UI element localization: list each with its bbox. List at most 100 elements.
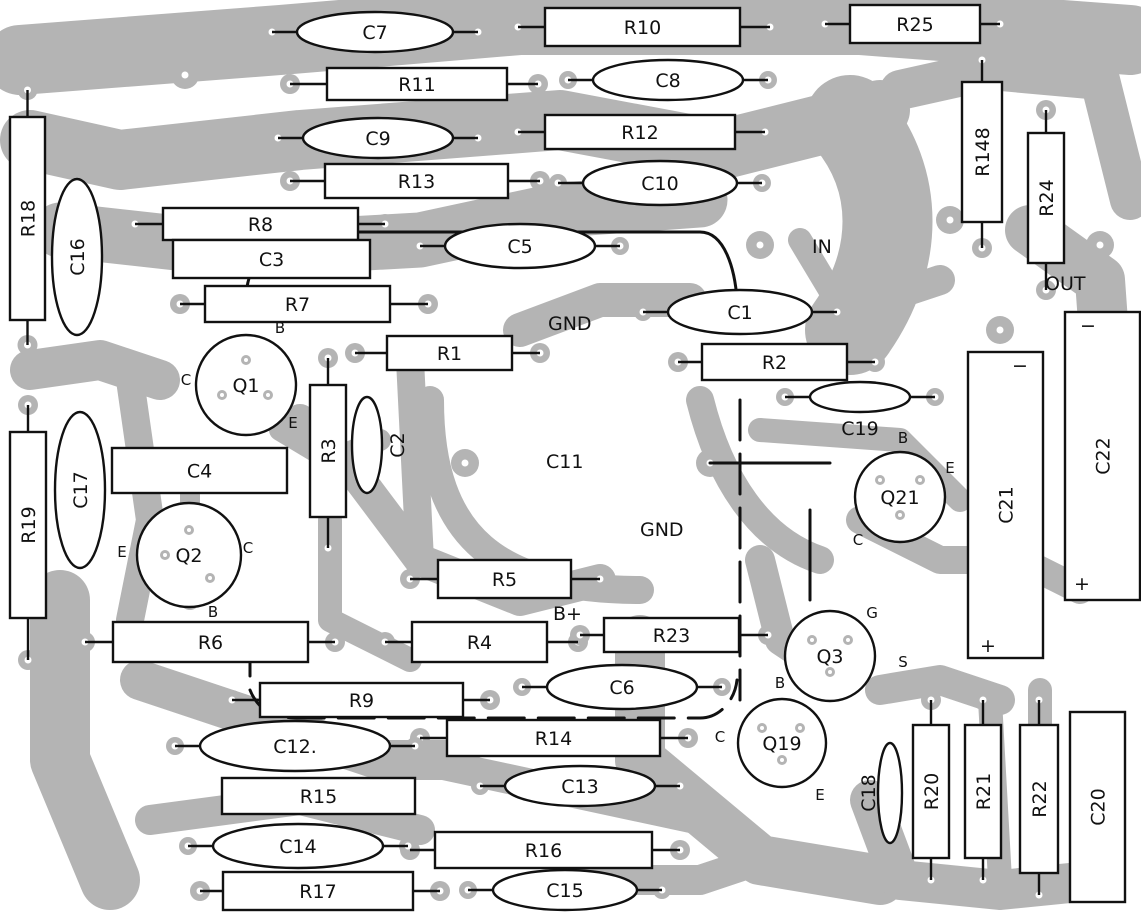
resistor-body	[963, 723, 1003, 860]
capacitor-body	[966, 350, 1045, 660]
resistor-label: R20	[921, 773, 943, 810]
resistor-body	[258, 681, 465, 719]
capacitor-c16: C16	[50, 177, 104, 337]
capacitor-c3: C3	[171, 238, 372, 280]
capacitor-label: C7	[362, 22, 387, 44]
transistor-label: Q21	[880, 487, 919, 509]
pin-label: G	[866, 604, 878, 622]
resistor-r3: R3	[308, 358, 348, 548]
drill-hole	[760, 726, 764, 730]
capacitor-c18: C18	[858, 741, 904, 845]
capacitor-c14: C14	[188, 822, 408, 870]
resistor-body	[323, 162, 510, 200]
capacitor-c15: C15	[468, 868, 662, 912]
resistor-body	[111, 620, 310, 664]
c21-minus-sign: −	[1012, 355, 1028, 377]
capacitor-label: C8	[655, 70, 680, 92]
capacitor-label: C10	[641, 173, 678, 195]
capacitor-c19: C19	[785, 380, 935, 440]
capacitor-label: C3	[259, 249, 284, 271]
resistor-r1: R1	[355, 334, 540, 372]
resistor-label: R14	[535, 728, 572, 750]
pin-label: E	[288, 414, 297, 432]
resistor-label: R15	[300, 786, 337, 808]
resistor-body	[960, 80, 1004, 224]
capacitor-label: C14	[279, 836, 316, 858]
resistor-label: R17	[299, 881, 336, 903]
drill-hole	[918, 478, 922, 482]
drill-hole	[756, 241, 764, 249]
drill-hole	[846, 638, 850, 642]
resistor-label: R19	[18, 506, 40, 543]
capacitor-c1: C1	[643, 288, 837, 336]
drill-hole	[266, 393, 270, 397]
drill-hole	[181, 71, 189, 79]
resistor-label: R18	[18, 200, 40, 237]
capacitor-body	[110, 446, 289, 495]
pin-label: S	[898, 653, 908, 671]
capacitor-body	[808, 380, 912, 414]
resistor-body	[848, 3, 982, 45]
gnd-label-top: GND	[548, 313, 592, 335]
resistor-label: R4	[467, 632, 492, 654]
capacitor-c12: C12.	[175, 719, 415, 773]
resistor-body	[543, 6, 742, 48]
pin-label: E	[815, 786, 824, 804]
resistor-body	[602, 616, 741, 654]
drill-hole	[163, 553, 167, 557]
pin-label: B	[208, 603, 218, 621]
resistor-r14: R14	[420, 718, 688, 758]
in-label: IN	[812, 236, 832, 258]
capacitor-body	[1068, 710, 1127, 904]
resistor-label: R9	[349, 690, 374, 712]
b-plus-label: B+	[553, 603, 582, 625]
resistor-r16: R16	[410, 830, 680, 870]
capacitor-label: C4	[187, 461, 212, 483]
resistor-body	[220, 776, 417, 816]
pin-label: C	[853, 531, 863, 549]
pin-label: B	[275, 319, 285, 337]
drill-hole	[461, 459, 469, 467]
pin-label: C	[181, 371, 191, 389]
resistor-r148: R148	[960, 60, 1004, 248]
transistor-label: Q1	[232, 375, 259, 397]
resistor-body	[410, 620, 549, 664]
transistor-label: Q19	[762, 733, 801, 755]
resistor-r19: R19	[8, 405, 48, 660]
c22-plus-sign: +	[1074, 573, 1090, 595]
pin-label: C	[243, 539, 253, 557]
resistor-label: R5	[492, 569, 517, 591]
resistor-body	[445, 718, 662, 758]
capacitor-label: C18	[858, 774, 880, 811]
drill-hole	[208, 576, 212, 580]
resistor-body	[8, 430, 48, 620]
drill-hole	[220, 393, 224, 397]
resistor-body	[911, 723, 951, 860]
resistor-r24: R24	[1026, 110, 1066, 290]
capacitor-c22: C22	[1063, 310, 1141, 602]
drill-hole	[187, 528, 191, 532]
capacitor-c9: C9	[278, 116, 478, 160]
transistor-label: Q2	[175, 545, 202, 567]
pin-label: B	[775, 674, 785, 692]
resistor-body	[385, 334, 514, 372]
resistor-label: R7	[285, 294, 310, 316]
resistor-body	[203, 284, 392, 324]
pin-label: E	[117, 543, 126, 561]
capacitor-body	[53, 410, 107, 570]
drill-hole	[1096, 241, 1104, 249]
capacitor-c6: C6	[522, 663, 722, 711]
transistor-body	[194, 333, 298, 437]
resistor-r18: R18	[8, 90, 47, 345]
resistor-label: R2	[762, 352, 787, 374]
resistor-body	[700, 342, 849, 382]
resistor-r15: R15	[220, 776, 417, 816]
drill-hole	[898, 513, 902, 517]
capacitor-label: C15	[546, 880, 583, 902]
resistor-body	[436, 558, 573, 600]
capacitor-label: C19	[841, 418, 878, 440]
capacitor-c2: C2	[350, 395, 409, 495]
resistor-r7: R7	[180, 284, 428, 324]
transistor-body	[853, 450, 947, 544]
